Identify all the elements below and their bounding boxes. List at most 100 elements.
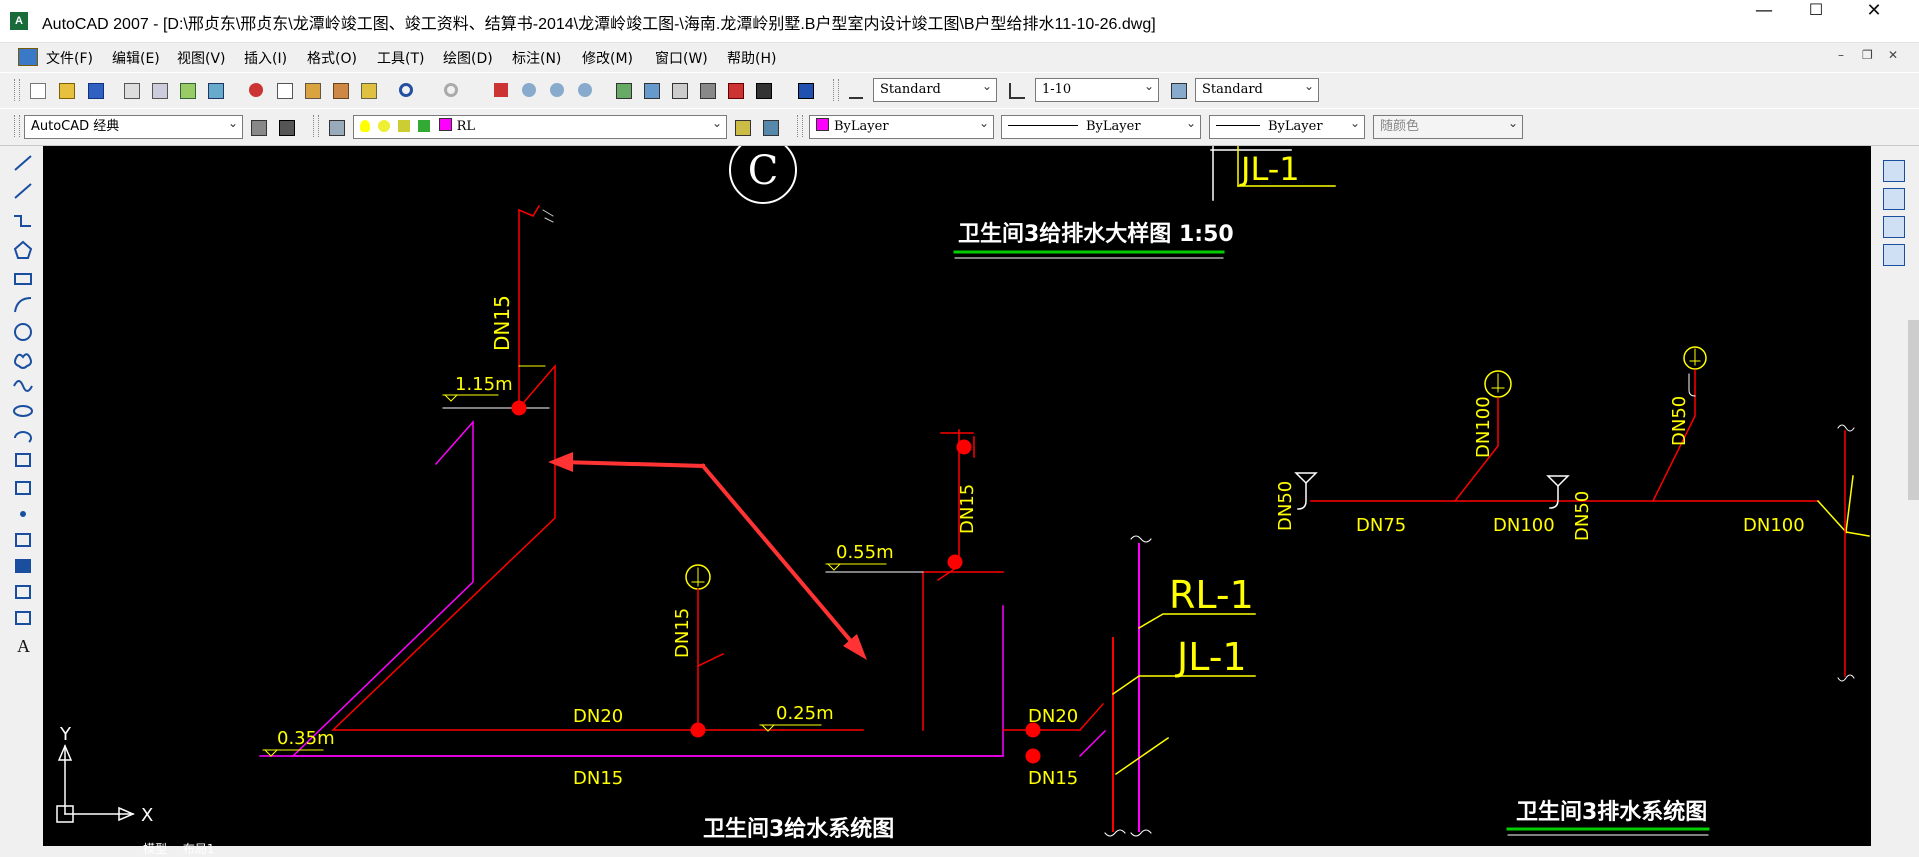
construction-line-icon[interactable] xyxy=(14,183,32,199)
gradient-icon[interactable] xyxy=(15,559,31,573)
pan-icon[interactable] xyxy=(490,79,512,101)
autocad-app-icon[interactable]: A xyxy=(10,12,28,30)
workspace-save-icon[interactable] xyxy=(275,116,297,138)
text-style-icon[interactable] xyxy=(845,79,867,101)
layer-on-icon[interactable] xyxy=(360,120,370,132)
menu-modify[interactable]: 修改(M) xyxy=(582,51,634,67)
menu-insert[interactable]: 插入(I) xyxy=(244,51,288,67)
dim-style-select[interactable]: 1-10⌄ xyxy=(1035,78,1159,102)
doc-close-button[interactable]: ✕ xyxy=(1888,48,1899,62)
polyline-icon[interactable] xyxy=(14,215,31,227)
zoom-realtime-icon[interactable] xyxy=(518,79,540,101)
doc-restore-button[interactable]: ❐ xyxy=(1862,48,1873,62)
ellipse-arc-icon[interactable] xyxy=(14,431,32,443)
insert-block-icon[interactable] xyxy=(15,453,31,467)
layer-lock-icon[interactable] xyxy=(398,120,411,132)
menu-view[interactable]: 视图(V) xyxy=(177,51,226,67)
calculator-icon[interactable] xyxy=(752,79,774,101)
toolbar-grip[interactable] xyxy=(14,79,20,101)
tool-palettes-icon[interactable] xyxy=(668,79,690,101)
spline-icon[interactable] xyxy=(13,380,33,392)
layer-freeze-icon[interactable] xyxy=(378,120,391,132)
drawing-canvas[interactable]: C JL-1 卫生间3给排水大样图 1:50 DN15 1.15m xyxy=(43,146,1871,846)
bring-to-front-icon[interactable] xyxy=(1883,160,1905,182)
table-icon[interactable] xyxy=(15,611,31,625)
line-icon[interactable] xyxy=(14,155,32,171)
menu-file[interactable]: 文件(F) xyxy=(46,51,93,67)
ucs-y-label: Y xyxy=(59,724,72,745)
table-style-select[interactable]: Standard⌄ xyxy=(1195,78,1319,102)
make-layer-current-icon[interactable] xyxy=(731,116,753,138)
hatch-icon[interactable] xyxy=(15,533,31,547)
publish-icon[interactable] xyxy=(176,79,198,101)
revision-cloud-icon[interactable] xyxy=(14,353,32,369)
toolbar-grip[interactable] xyxy=(797,115,803,137)
layers-toolbar: AutoCAD 经典⌄ RL⌄ ByLayer⌄ ByLayer⌄ ByLaye… xyxy=(0,108,1919,146)
color-select[interactable]: ByLayer⌄ xyxy=(809,115,994,139)
menu-edit[interactable]: 编辑(E) xyxy=(112,51,160,67)
table-style-icon[interactable] xyxy=(1167,79,1189,101)
close-button[interactable]: ✕ xyxy=(1866,0,1882,21)
ellipse-icon[interactable] xyxy=(13,405,33,417)
multiline-text-icon[interactable]: A xyxy=(17,636,30,656)
layer-manager-icon[interactable] xyxy=(325,116,347,138)
send-under-icon[interactable] xyxy=(1883,244,1905,266)
circle-icon[interactable] xyxy=(14,323,32,341)
menu-format[interactable]: 格式(O) xyxy=(307,51,357,67)
make-block-icon[interactable] xyxy=(15,481,31,495)
plot-style-select[interactable]: 随颜色⌄ xyxy=(1373,115,1523,139)
tab-model[interactable]: 模型 xyxy=(143,842,168,856)
print-preview-icon[interactable] xyxy=(148,79,170,101)
workspace-select[interactable]: AutoCAD 经典⌄ xyxy=(24,115,243,139)
send-to-back-icon[interactable] xyxy=(1883,188,1905,210)
toolbar-grip[interactable] xyxy=(833,79,839,101)
arc-icon[interactable] xyxy=(14,297,32,313)
print-icon[interactable] xyxy=(120,79,142,101)
zoom-window-icon[interactable] xyxy=(546,79,568,101)
rectangle-icon[interactable] xyxy=(14,273,32,285)
menu-dimension[interactable]: 标注(N) xyxy=(512,51,562,67)
point-icon[interactable] xyxy=(20,511,26,517)
properties-icon[interactable] xyxy=(612,79,634,101)
new-icon[interactable] xyxy=(26,79,48,101)
markup-icon[interactable] xyxy=(724,79,746,101)
vertical-scrollbar[interactable] xyxy=(1908,320,1919,500)
workspace-settings-icon[interactable] xyxy=(247,116,269,138)
redo-icon[interactable] xyxy=(440,79,462,101)
design-center-icon[interactable] xyxy=(640,79,662,101)
copy-icon[interactable] xyxy=(273,79,295,101)
linetype-select[interactable]: ByLayer⌄ xyxy=(1001,115,1201,139)
menu-draw[interactable]: 绘图(D) xyxy=(443,51,493,67)
doc-minimize-button[interactable]: – xyxy=(1838,48,1844,62)
region-icon[interactable] xyxy=(15,585,31,599)
tab-layout1[interactable]: 布局1 xyxy=(182,842,215,856)
text-style-select[interactable]: Standard⌄ xyxy=(873,78,997,102)
undo-icon[interactable] xyxy=(395,79,417,101)
menu-tools[interactable]: 工具(T) xyxy=(377,51,425,67)
help-icon[interactable] xyxy=(794,79,816,101)
paste-icon[interactable] xyxy=(301,79,323,101)
dim-style-icon[interactable] xyxy=(1005,79,1027,101)
3d-dwf-icon[interactable] xyxy=(204,79,226,101)
cut-icon[interactable] xyxy=(245,79,267,101)
toolbar-grip[interactable] xyxy=(14,115,20,137)
label-dn50-left: DN50 xyxy=(1275,481,1296,531)
bring-above-icon[interactable] xyxy=(1883,216,1905,238)
menu-window[interactable]: 窗口(W) xyxy=(655,51,708,67)
document-icon[interactable] xyxy=(18,48,38,66)
layer-previous-icon[interactable] xyxy=(759,116,781,138)
zoom-previous-icon[interactable] xyxy=(574,79,596,101)
minimize-button[interactable]: — xyxy=(1755,0,1773,21)
polygon-icon[interactable] xyxy=(13,240,33,259)
lineweight-select[interactable]: ByLayer⌄ xyxy=(1209,115,1365,139)
block-editor-icon[interactable] xyxy=(357,79,379,101)
layer-plot-icon[interactable] xyxy=(418,120,431,132)
layer-select[interactable]: RL⌄ xyxy=(353,115,727,139)
toolbar-grip[interactable] xyxy=(313,115,319,137)
maximize-button[interactable]: ☐ xyxy=(1808,0,1824,19)
open-icon[interactable] xyxy=(55,79,77,101)
sheet-set-icon[interactable] xyxy=(696,79,718,101)
match-properties-icon[interactable] xyxy=(329,79,351,101)
save-icon[interactable] xyxy=(84,79,106,101)
menu-help[interactable]: 帮助(H) xyxy=(727,51,777,67)
